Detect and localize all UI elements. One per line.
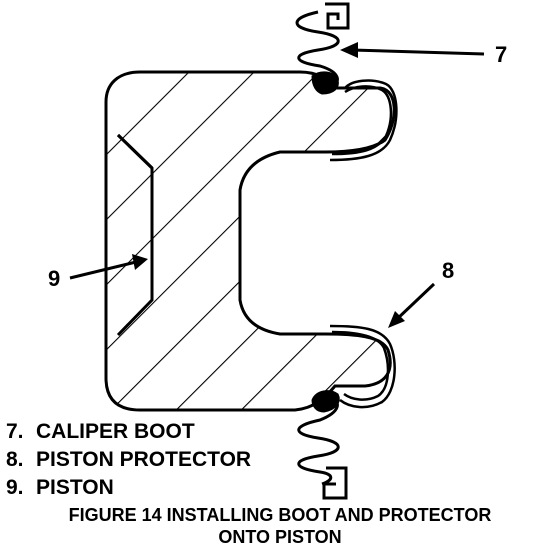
legend-item-number: 8. — [6, 448, 24, 471]
legend-item-label: PISTON PROTECTOR — [36, 448, 252, 471]
legend-item: 7. CALIPER BOOT — [6, 418, 251, 446]
callout-7-arrowhead — [340, 42, 358, 58]
figure-caption-line-2: ONTO PISTON — [218, 527, 342, 547]
piston-protector-bottom — [329, 324, 396, 409]
callout-8-label: 8 — [442, 258, 454, 283]
parts-legend: 7. CALIPER BOOT 8. PISTON PROTECTOR 9. PIST… — [6, 418, 251, 502]
callout-9-leader — [69, 260, 137, 280]
legend-item: 8. PISTON PROTECTOR — [6, 446, 251, 474]
callout-9-label: 9 — [48, 266, 60, 291]
figure-caption: FIGURE 14 INSTALLING BOOT AND PROTECTOR … — [0, 504, 560, 548]
caliper-boot-top — [295, 2, 350, 92]
piston-face-contour-top — [116, 133, 154, 170]
legend-item-label: CALIPER BOOT — [36, 420, 195, 443]
callout-9-arrowhead — [132, 254, 148, 270]
legend-item: 9. PISTON — [6, 474, 251, 502]
callout-7-leader — [351, 48, 485, 56]
legend-item-number: 9. — [6, 476, 24, 499]
caliper-boot-bottom — [297, 394, 348, 500]
callout-7-label: 7 — [495, 42, 507, 67]
figure-caption-line-1: FIGURE 14 INSTALLING BOOT AND PROTECTOR — [68, 505, 492, 525]
caliper-boot-bottom-seal — [311, 390, 340, 413]
callout-8-arrowhead — [388, 311, 405, 328]
piston-protector-top — [329, 79, 398, 162]
piston-body — [104, 70, 396, 412]
legend-item-label: PISTON — [36, 476, 114, 499]
caliper-boot-top-seal — [311, 71, 339, 95]
callout-8-leader — [394, 282, 436, 322]
legend-item-number: 7. — [6, 420, 24, 443]
